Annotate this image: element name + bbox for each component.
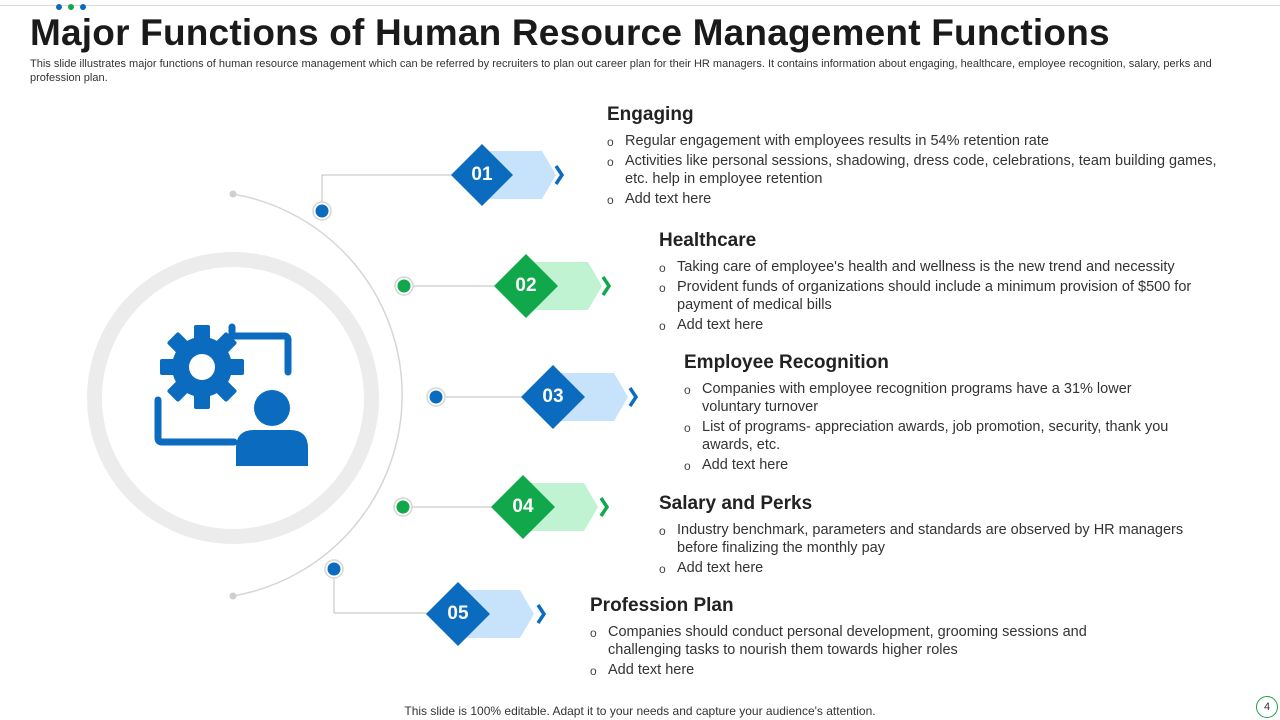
node-05 [324, 559, 344, 579]
hr-management-icon [154, 323, 308, 466]
node-01 [312, 201, 332, 221]
section-heading: Employee Recognition [684, 352, 889, 373]
arc-end-dot [229, 190, 237, 198]
step-number-05: 05 [447, 603, 469, 624]
chevron-right-icon [599, 497, 610, 517]
chevron-right-icon [536, 604, 547, 624]
marker-04 [491, 475, 610, 539]
page-title: Major Functions of Human Resource Manage… [30, 12, 1110, 53]
chevron-right-icon [601, 276, 612, 296]
step-number-01: 01 [471, 164, 493, 185]
section-heading: Engaging [607, 104, 694, 125]
center-circle [102, 267, 364, 529]
node-04 [393, 497, 413, 517]
step-number-04: 04 [512, 496, 534, 517]
section-heading: Profession Plan [590, 595, 734, 616]
step-number-03: 03 [542, 386, 564, 407]
marker-05 [426, 582, 547, 646]
connector-line-01 [321, 174, 452, 211]
chevron-right-icon [554, 165, 565, 185]
decorative-dots [56, 4, 86, 10]
dot-icon [80, 4, 86, 10]
marker-02 [494, 254, 612, 318]
connector-arc [232, 193, 403, 597]
marker-01 [451, 144, 565, 206]
arc-end-dot [229, 592, 237, 600]
node-02 [394, 276, 414, 296]
page-number: 4 [1256, 696, 1278, 718]
connector-line-05 [333, 569, 428, 614]
chevron-right-icon [628, 387, 639, 407]
top-divider [0, 5, 1280, 6]
step-number-02: 02 [515, 275, 537, 296]
marker-03 [521, 365, 639, 429]
footer-note: This slide is 100% editable. Adapt it to… [404, 704, 876, 718]
dot-icon [68, 4, 74, 10]
section-heading: Salary and Perks [659, 493, 813, 514]
node-03 [426, 387, 446, 407]
section-heading: Healthcare [659, 230, 757, 251]
page-subtitle: This slide illustrates major functions o… [30, 58, 1212, 84]
dot-icon [56, 4, 62, 10]
